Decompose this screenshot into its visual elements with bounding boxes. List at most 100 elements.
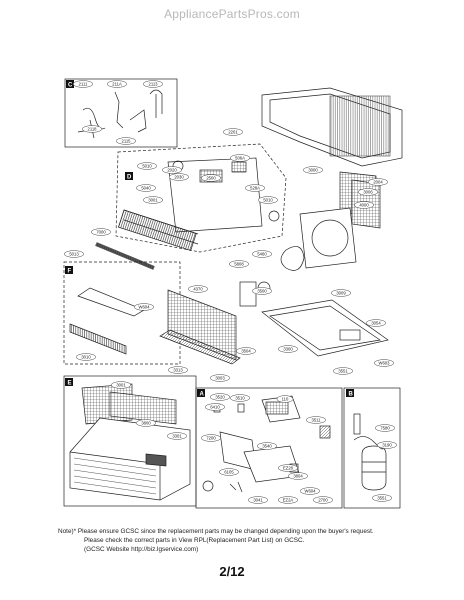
part-number-label: 3500 xyxy=(257,289,267,294)
callout-oval xyxy=(63,250,85,258)
callout-oval xyxy=(187,285,209,293)
part-callout: 2115 xyxy=(115,137,137,145)
part-callout: 2500 xyxy=(200,174,222,182)
part-callout: EZ2A xyxy=(277,496,299,504)
part-number-label: 3313 xyxy=(173,368,183,373)
section-letter-e: E xyxy=(68,381,72,387)
section-markers: C D F E A B xyxy=(65,80,354,398)
part-callout: 2201 xyxy=(222,128,244,136)
part-number-label: 2030 xyxy=(174,175,184,180)
accumulator xyxy=(353,413,361,435)
callout-oval xyxy=(90,228,112,236)
callout-oval xyxy=(251,250,273,258)
section-letter-b: B xyxy=(349,392,354,398)
part-number-label: 211A xyxy=(112,82,122,87)
part-callout: W604 xyxy=(133,303,155,311)
section-d-box xyxy=(115,143,287,253)
grille-slats xyxy=(73,457,157,495)
callout-oval xyxy=(229,154,251,162)
page-number: 2/12 xyxy=(219,564,245,579)
sensor xyxy=(319,425,331,439)
base-pan-inner xyxy=(269,305,381,351)
part-number-label: 5013 xyxy=(69,252,79,257)
part-callout: 3520 xyxy=(209,393,231,401)
tube-part xyxy=(149,89,163,118)
callout-oval xyxy=(247,496,269,504)
part-number-label: 3001 xyxy=(116,383,126,388)
callout-oval xyxy=(142,80,164,88)
callout-oval xyxy=(72,80,94,88)
part-callout: 5013 xyxy=(63,250,85,258)
part-number-label: 5808 xyxy=(234,262,244,267)
part-number-label: 3511 xyxy=(311,418,321,423)
section-f-box xyxy=(63,261,181,365)
callout-oval xyxy=(277,464,299,472)
callout-oval xyxy=(235,347,257,355)
part-callout: 5010 xyxy=(257,196,279,204)
callout-oval xyxy=(200,174,222,182)
note-line-3: (GCSC Website http://biz.lgservice.com) xyxy=(84,546,199,553)
wire-harness xyxy=(202,480,214,492)
part-callout: 3800 xyxy=(135,419,157,427)
part-callout: 2004 xyxy=(367,178,389,186)
callout-oval xyxy=(218,468,240,476)
louver-frame xyxy=(77,287,145,317)
control-board xyxy=(231,161,247,173)
cross-flow-fan-body xyxy=(117,209,197,252)
front-grille xyxy=(69,417,191,501)
callout-oval xyxy=(200,434,222,442)
part-number-label: 3003 xyxy=(215,376,225,381)
part-number-label: EZ28 xyxy=(283,466,294,471)
part-number-label: 3800 xyxy=(141,421,151,426)
part-callout: 506A xyxy=(229,154,251,162)
callout-oval xyxy=(115,137,137,145)
callout-oval xyxy=(244,184,266,192)
section-letter-d: D xyxy=(127,175,132,181)
part-callout: W604 xyxy=(299,487,321,495)
motor-bracket xyxy=(239,281,257,307)
part-callout: 3001 xyxy=(110,381,132,389)
part-callout: EZ28 xyxy=(277,464,299,472)
section-b-box xyxy=(343,387,401,509)
part-number-label: 7000 xyxy=(96,230,106,235)
rear-grille xyxy=(329,95,391,157)
callout-oval xyxy=(371,494,393,502)
part-number-label: 2113 xyxy=(148,82,158,87)
callout-oval xyxy=(142,196,164,204)
part-callout: 7580 xyxy=(374,424,396,432)
section-marker-d xyxy=(125,172,133,180)
tube-part xyxy=(114,91,124,129)
part-callout: 3504 xyxy=(235,347,257,355)
section-letter-c: C xyxy=(68,83,73,89)
section-marker-f xyxy=(65,266,73,274)
site-watermark: AppliancePartsPros.com xyxy=(164,7,300,21)
part-number-label: 6410 xyxy=(210,405,220,410)
part-number-label: W604 xyxy=(305,489,317,494)
part-callout: 3054 xyxy=(365,319,387,327)
callout-oval xyxy=(222,128,244,136)
part-number-label: 110 xyxy=(282,397,289,402)
note-line-1: Note)* Please ensure GCSC since the repl… xyxy=(58,528,374,535)
part-callout: 3009 xyxy=(330,289,352,297)
part-number-label: 3190 xyxy=(382,443,392,448)
part-callout: 3500 xyxy=(251,287,273,295)
part-callout: 2700 xyxy=(312,496,334,504)
part-number-label: 3520 xyxy=(215,395,225,400)
part-callout: 4370 xyxy=(187,285,209,293)
callout-oval xyxy=(256,442,278,450)
part-callout: 5460 xyxy=(251,250,273,258)
part-callout: 7000 xyxy=(90,228,112,236)
part-number-label: 3551 xyxy=(377,496,387,501)
drain-pan xyxy=(159,329,241,365)
callout-oval xyxy=(374,424,396,432)
part-number-label: 5010 xyxy=(142,164,152,169)
part-number-label: 2500 xyxy=(206,176,216,181)
filter-right xyxy=(109,391,177,425)
part-callout: 3041 xyxy=(247,496,269,504)
part-number-label: 2118 xyxy=(87,127,97,132)
callout-oval xyxy=(365,319,387,327)
section-marker-c xyxy=(66,80,74,88)
part-number-label: 2111 xyxy=(79,82,88,87)
callout-oval xyxy=(161,166,183,174)
shroud-ring xyxy=(311,219,349,257)
